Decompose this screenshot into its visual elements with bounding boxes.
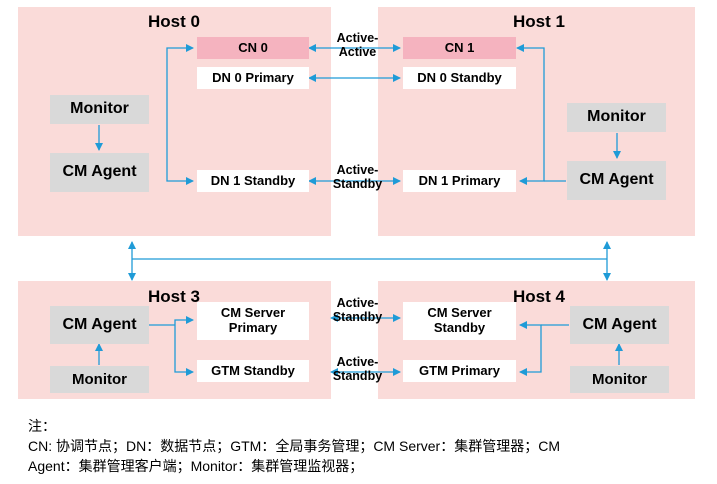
host3-gtm-box: GTM Standby [197, 360, 309, 382]
host1-dn-primary-box: DN 1 Primary [403, 170, 516, 192]
notes-title: 注： [28, 418, 56, 434]
host0-monitor-box: Monitor [50, 95, 149, 124]
host0-dn-primary-box: DN 0 Primary [197, 67, 309, 89]
host1-dn-standby-box: DN 0 Standby [403, 67, 516, 89]
host3-bracket [174, 316, 194, 376]
host3-cm-agent-box: CM Agent [50, 306, 149, 344]
host-3-title: Host 3 [148, 287, 200, 306]
host0-cn-box: CN 0 [197, 37, 309, 59]
host3-monitor-box: Monitor [50, 366, 149, 393]
host1-cn-box: CN 1 [403, 37, 516, 59]
host4-gtm-box: GTM Primary [403, 360, 516, 382]
host1-bracket [516, 44, 545, 185]
host1-monitor-box: Monitor [567, 103, 666, 132]
notes-line-1: CN: 协调节点；DN：数据节点；GTM：全局事务管理；CM Server：集群… [28, 438, 560, 454]
cn-link-label: Active- Active [336, 31, 379, 60]
notes-line-2: Agent：集群管理客户端；Monitor：集群管理监视器； [28, 458, 364, 474]
host3-cm-server-box: CM Server Primary [197, 302, 309, 340]
host1-cm-agent-box: CM Agent [567, 161, 666, 200]
host0-cm-agent-box: CM Agent [50, 153, 149, 192]
host-1-title: Host 1 [513, 12, 565, 31]
host4-bracket [519, 321, 542, 376]
host0-bracket [166, 44, 194, 185]
host-0-title: Host 0 [148, 12, 200, 31]
host4-cm-server-box: CM Server Standby [403, 302, 516, 340]
dn1-link-label: Active- Standby [332, 163, 383, 192]
host4-monitor-box: Monitor [570, 366, 669, 393]
cm-server-link-label: Active- Standby [332, 296, 383, 325]
host4-cm-agent-box: CM Agent [570, 306, 669, 344]
host0-dn-standby-box: DN 1 Standby [197, 170, 309, 192]
host-4-title: Host 4 [513, 287, 565, 306]
gtm-link-label: Active- Standby [332, 355, 383, 384]
